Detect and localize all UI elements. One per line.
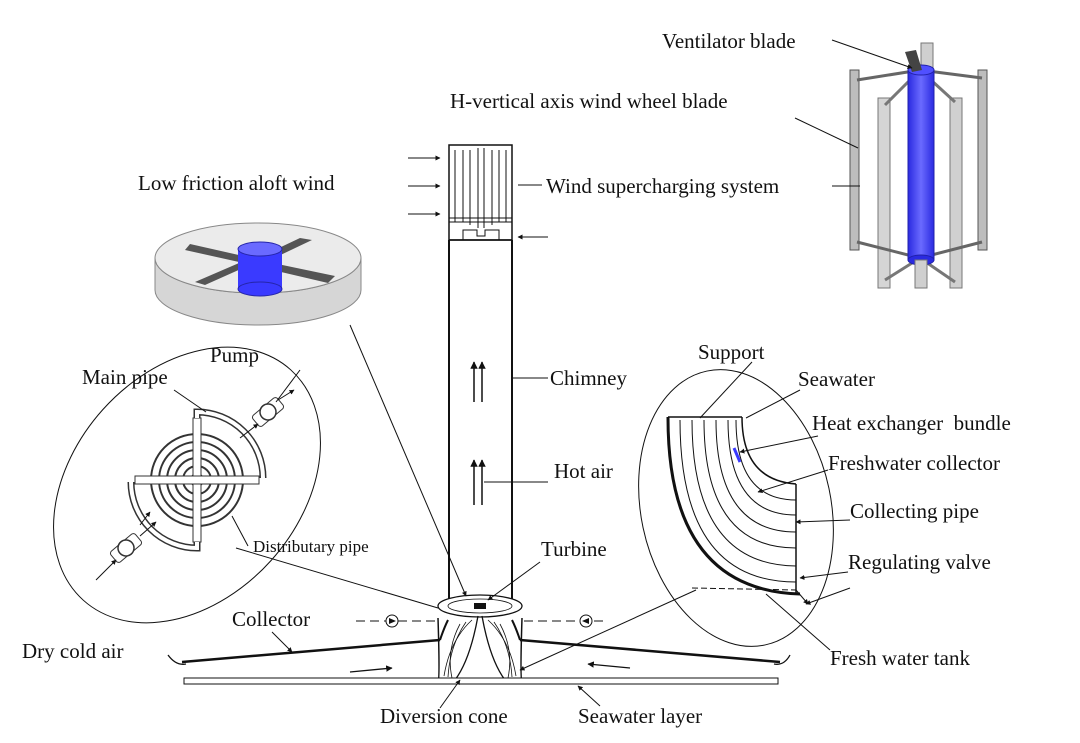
label-hot-air: Hot air [554,459,613,483]
turbine [437,594,523,618]
chimney [448,144,513,600]
label-main-pipe: Main pipe [82,365,168,389]
collector-roof [167,614,791,685]
aloft-wind-arrows [408,155,548,240]
label-distributary-pipe: Distributary pipe [253,537,369,556]
label-h-vertical-blade: H-vertical axis wind wheel blade [450,89,728,113]
diversion-cone [437,615,523,683]
heat-exchanger-detail [638,369,834,647]
label-ventilator-blade: Ventilator blade [662,29,796,53]
label-wind-supercharging: Wind supercharging system [546,174,779,198]
distribution-detail [53,346,321,624]
label-collector: Collector [232,607,310,631]
label-pump: Pump [210,343,259,367]
label-seawater: Seawater [798,367,875,391]
label-diversion-cone: Diversion cone [380,704,508,728]
leader-lines [173,39,913,709]
supercharger-ring [154,222,362,326]
label-turbine: Turbine [541,537,607,561]
label-chimney: Chimney [550,366,627,390]
label-regulating-valve: Regulating valve [848,550,991,574]
label-collecting-pipe: Collecting pipe [850,499,979,523]
label-heat-exchanger: Heat exchanger bundle [812,411,1011,435]
label-freshwater-collector: Freshwater collector [828,451,1000,475]
label-fresh-water-tank: Fresh water tank [830,646,970,670]
label-support: Support [698,340,765,364]
h-vertical-wind-wheel [849,42,988,289]
label-seawater-layer: Seawater layer [578,704,702,728]
label-low-friction-wind: Low friction aloft wind [138,171,335,195]
label-dry-cold-air: Dry cold air [22,639,123,663]
